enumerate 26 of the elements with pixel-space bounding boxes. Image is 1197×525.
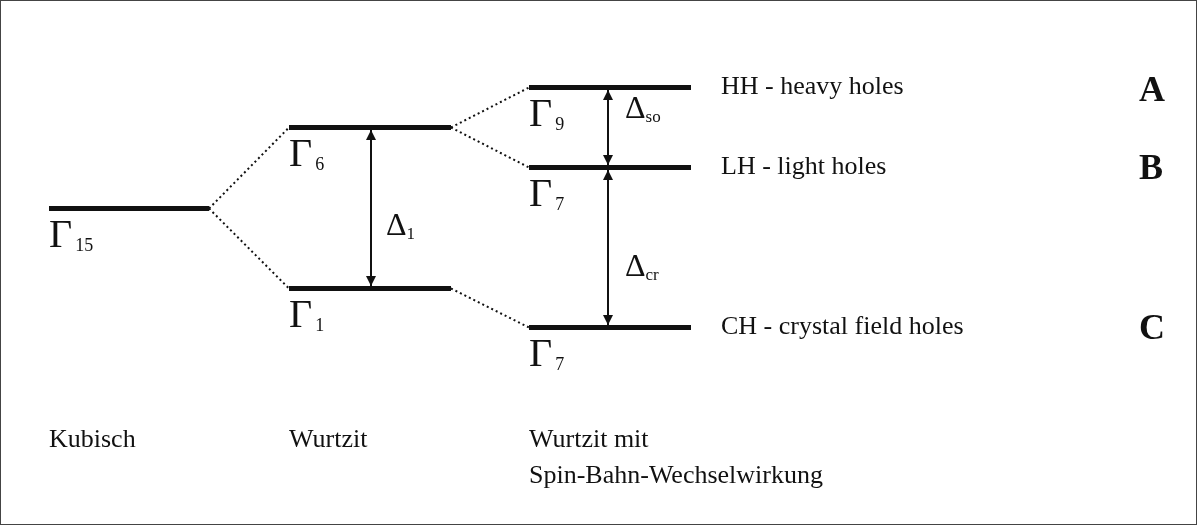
edge-label: Δ$_{so}$ [625,89,661,128]
dotted-connector [450,86,530,129]
dotted-connector [450,287,530,329]
edge-label: Δ$_{1}$ [386,206,416,245]
band-letter: C [1139,309,1165,345]
column-caption: Wurtzit [289,423,368,455]
level-label: Γ$_{6}$ [289,131,325,177]
level-label: Γ$_{1}$ [289,292,325,338]
double-arrow [603,89,613,166]
double-arrow [603,169,613,326]
band-description: HH - heavy holes [721,71,904,101]
edge-label: Δ$_{cr}$ [625,247,659,286]
band-letter: A [1139,71,1165,107]
column-caption: Wurtzit mit Spin-Bahn-Wechselwirkung [529,423,824,491]
band-description: LH - light holes [721,151,887,181]
double-arrow [366,129,376,287]
level-label: Γ$_{7}$ [529,171,565,217]
band-description: CH - crystal field holes [721,311,964,341]
dotted-connector [208,126,290,210]
level-label: Γ$_{9}$ [529,91,565,137]
level-label: Γ$_{7}$ [529,331,565,377]
band-letter: B [1139,149,1163,185]
dotted-connector [450,126,530,169]
dotted-connector [208,207,290,290]
level-label: Γ$_{15}$ [49,212,94,258]
column-caption: Kubisch [49,423,136,455]
